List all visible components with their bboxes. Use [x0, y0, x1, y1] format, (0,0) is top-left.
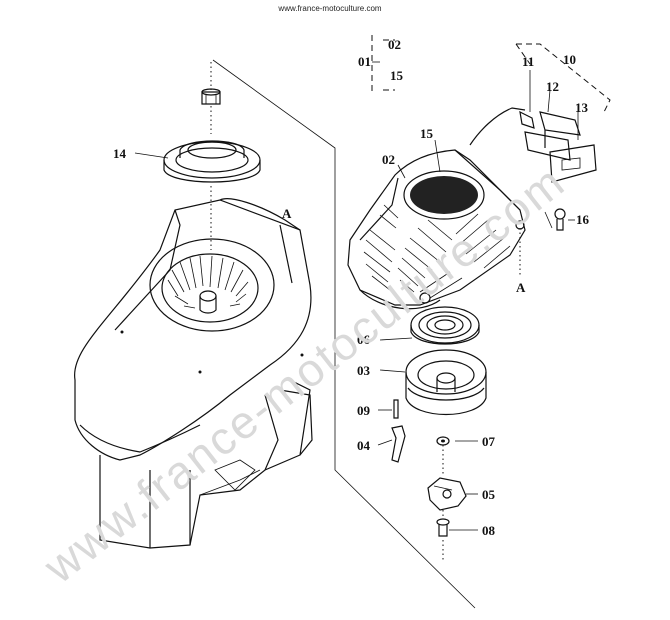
group-label-15: 15: [390, 68, 404, 83]
callout-10: 10: [563, 52, 576, 67]
callout-13: 13: [575, 100, 589, 115]
source-url: www.france-motoculture.com: [277, 4, 381, 13]
part-02-starter-cover: [347, 149, 526, 310]
part-06-recoil-spring: [410, 306, 480, 345]
assembly-frame-line: [212, 59, 476, 609]
group-label-main: 01: [358, 54, 371, 69]
leader-lines: [134, 61, 579, 531]
callout-11: 11: [522, 54, 534, 69]
part-10-starter-handle-assembly: [371, 35, 611, 183]
engine-housing: [74, 198, 313, 549]
callout-07: 07: [482, 434, 496, 449]
callout-04: 04: [357, 438, 371, 453]
reference-a-right: A: [516, 280, 526, 295]
callout-12: 12: [546, 79, 559, 94]
callout-15: 15: [420, 126, 434, 141]
part-05-ratchet-guide: [427, 477, 467, 511]
part-16-screw: [554, 208, 566, 231]
callout-16: 16: [576, 212, 590, 227]
callout-05: 05: [482, 487, 496, 502]
callout-02: 02: [382, 152, 395, 167]
group-label-02: 02: [388, 37, 401, 52]
callout-14: 14: [113, 146, 127, 161]
reference-a-left: A: [282, 206, 292, 221]
part-03-pulley: [405, 349, 487, 415]
callout-06: 06: [357, 332, 371, 347]
part-04-ratchet: [391, 425, 406, 463]
part-09-pin: [393, 399, 399, 419]
callout-03: 03: [357, 363, 371, 378]
part-14-flange: [163, 140, 261, 183]
callout-09: 09: [357, 403, 371, 418]
part-08-bolt: [436, 518, 450, 537]
part-07-washer: [436, 436, 450, 446]
callout-08: 08: [482, 523, 496, 538]
top-nut: [201, 88, 221, 105]
